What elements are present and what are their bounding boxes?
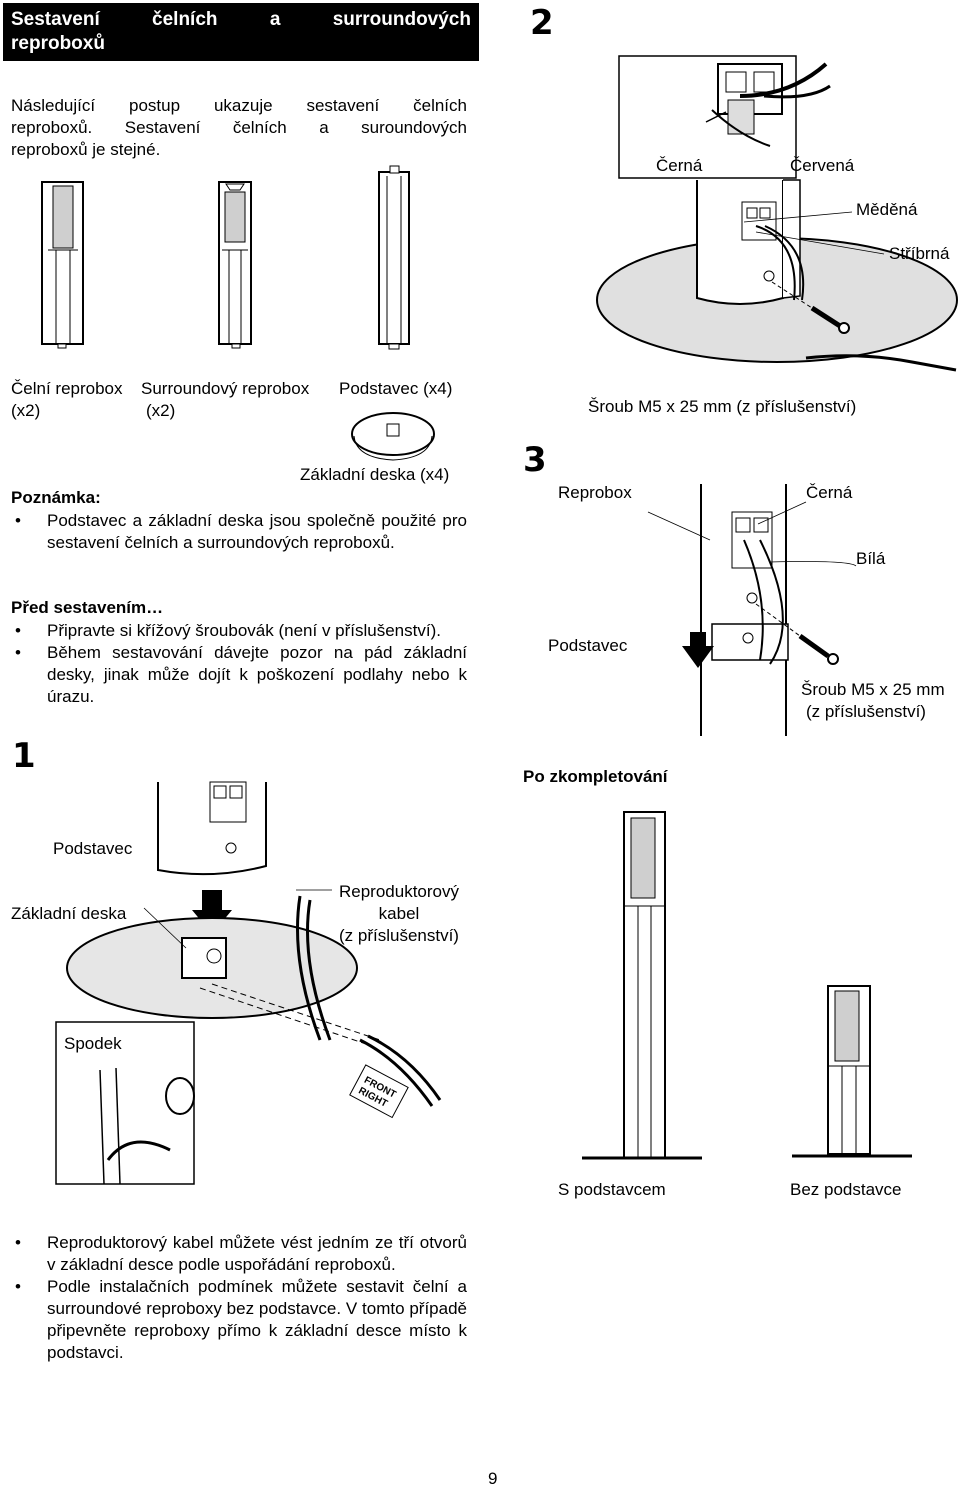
label-surround-speaker: Surroundový reprobox bbox=[141, 379, 310, 398]
tip-item: Reproduktorový kabel můžete vést jedním … bbox=[11, 1232, 467, 1276]
stand-drawing bbox=[378, 165, 410, 350]
step-number-1: 1 bbox=[12, 736, 36, 776]
step3-arrow-up bbox=[682, 632, 714, 668]
step1-arrow-down bbox=[192, 890, 232, 934]
step1-label-cable-2: kabel bbox=[378, 904, 420, 923]
step3-label-stand: Podstavec bbox=[548, 636, 628, 655]
section-title-word: Sestavení bbox=[11, 9, 100, 30]
before-heading: Před sestavením… bbox=[11, 598, 164, 617]
section-title: Sestavení čelních a surroundových reprob… bbox=[3, 3, 479, 61]
note-heading: Poznámka: bbox=[11, 488, 101, 507]
step3-screw bbox=[755, 603, 839, 665]
note-list: Podstavec a základní deska jsou společně… bbox=[11, 510, 467, 554]
label-front-speaker: Čelní reprobox bbox=[11, 379, 123, 398]
front-speaker-drawing bbox=[41, 181, 84, 349]
before-list: Připravte si křížový šroubovák (není v p… bbox=[11, 620, 467, 708]
page-number: 9 bbox=[488, 1469, 498, 1488]
section-title-word: čelních bbox=[152, 9, 218, 30]
label-base-plate: Základní deska (x4) bbox=[300, 465, 450, 484]
label-stand: Podstavec (x4) bbox=[339, 379, 453, 398]
step1-label-cable-3: (z příslušenství) bbox=[339, 926, 459, 945]
step2-stand bbox=[696, 179, 805, 305]
parts-illustration bbox=[41, 165, 435, 461]
step1-illustration: FRONT RIGHT bbox=[55, 781, 442, 1185]
completed-heading: Po zkompletování bbox=[523, 767, 668, 786]
label-surround-qty: (x2) bbox=[146, 401, 176, 420]
label-without-stand: Bez podstavce bbox=[790, 1180, 902, 1199]
step-number-2: 2 bbox=[530, 3, 554, 43]
intro-line-1: Následující postup ukazuje sestavení čel… bbox=[11, 96, 467, 115]
before-item: Během sestavování dávejte pozor na pád z… bbox=[11, 642, 467, 708]
step2-label-copper: Měděná bbox=[856, 200, 918, 219]
step1-cable bbox=[296, 895, 322, 1041]
step2-cable bbox=[805, 354, 957, 372]
step3-label-white: Bílá bbox=[856, 549, 886, 568]
section-title-word: surroundových bbox=[332, 9, 471, 30]
step1-label-stand: Podstavec bbox=[53, 839, 133, 858]
step3-label-screw-note: (z příslušenství) bbox=[806, 702, 926, 721]
step3-illustration bbox=[647, 484, 857, 736]
step1-stand-mount bbox=[181, 937, 227, 979]
label-with-stand: S podstavcem bbox=[558, 1180, 666, 1199]
tips-list: Reproduktorový kabel můžete vést jedním … bbox=[11, 1232, 467, 1364]
section-title-line2: reproboxů bbox=[11, 33, 105, 54]
before-item: Připravte si křížový šroubovák (není v p… bbox=[11, 620, 467, 642]
step1-label-bottom: Spodek bbox=[64, 1034, 122, 1053]
step3-label-speaker: Reprobox bbox=[558, 483, 632, 502]
step3-label-black: Černá bbox=[806, 483, 853, 502]
intro-line-2: reproboxů. Sestavení čelních a suroundov… bbox=[11, 118, 467, 137]
step2-label-silver: Stříbrná bbox=[889, 244, 950, 263]
speaker-with-stand bbox=[582, 811, 702, 1160]
terminal-closeup bbox=[705, 62, 831, 147]
front-right-tag: FRONT RIGHT bbox=[349, 1064, 409, 1119]
step2-screw bbox=[771, 281, 850, 334]
step1-label-base: Základní deska bbox=[11, 904, 127, 923]
speaker-without-stand bbox=[792, 985, 912, 1158]
step2-illustration bbox=[596, 55, 958, 372]
label-front-qty: (x2) bbox=[11, 401, 41, 420]
tip-item: Podle instalačních podmínek můžete sesta… bbox=[11, 1276, 467, 1364]
step2-label-screw: Šroub M5 x 25 mm (z příslušenství) bbox=[588, 397, 857, 416]
completed-illustration bbox=[582, 811, 912, 1160]
step3-label-screw: Šroub M5 x 25 mm bbox=[801, 680, 945, 699]
surround-speaker-drawing bbox=[218, 181, 252, 349]
step2-label-red: Červená bbox=[790, 156, 855, 175]
note-item: Podstavec a základní deska jsou společně… bbox=[11, 510, 467, 554]
step-number-3: 3 bbox=[523, 440, 547, 480]
section-title-word: a bbox=[269, 9, 281, 30]
step1-label-cable-1: Reproduktorový bbox=[338, 882, 459, 901]
step1-stand bbox=[157, 781, 267, 876]
intro-line-3: reproboxů je stejné. bbox=[11, 140, 161, 159]
base-plate-drawing bbox=[351, 412, 435, 461]
step2-label-black: Černá bbox=[656, 156, 703, 175]
